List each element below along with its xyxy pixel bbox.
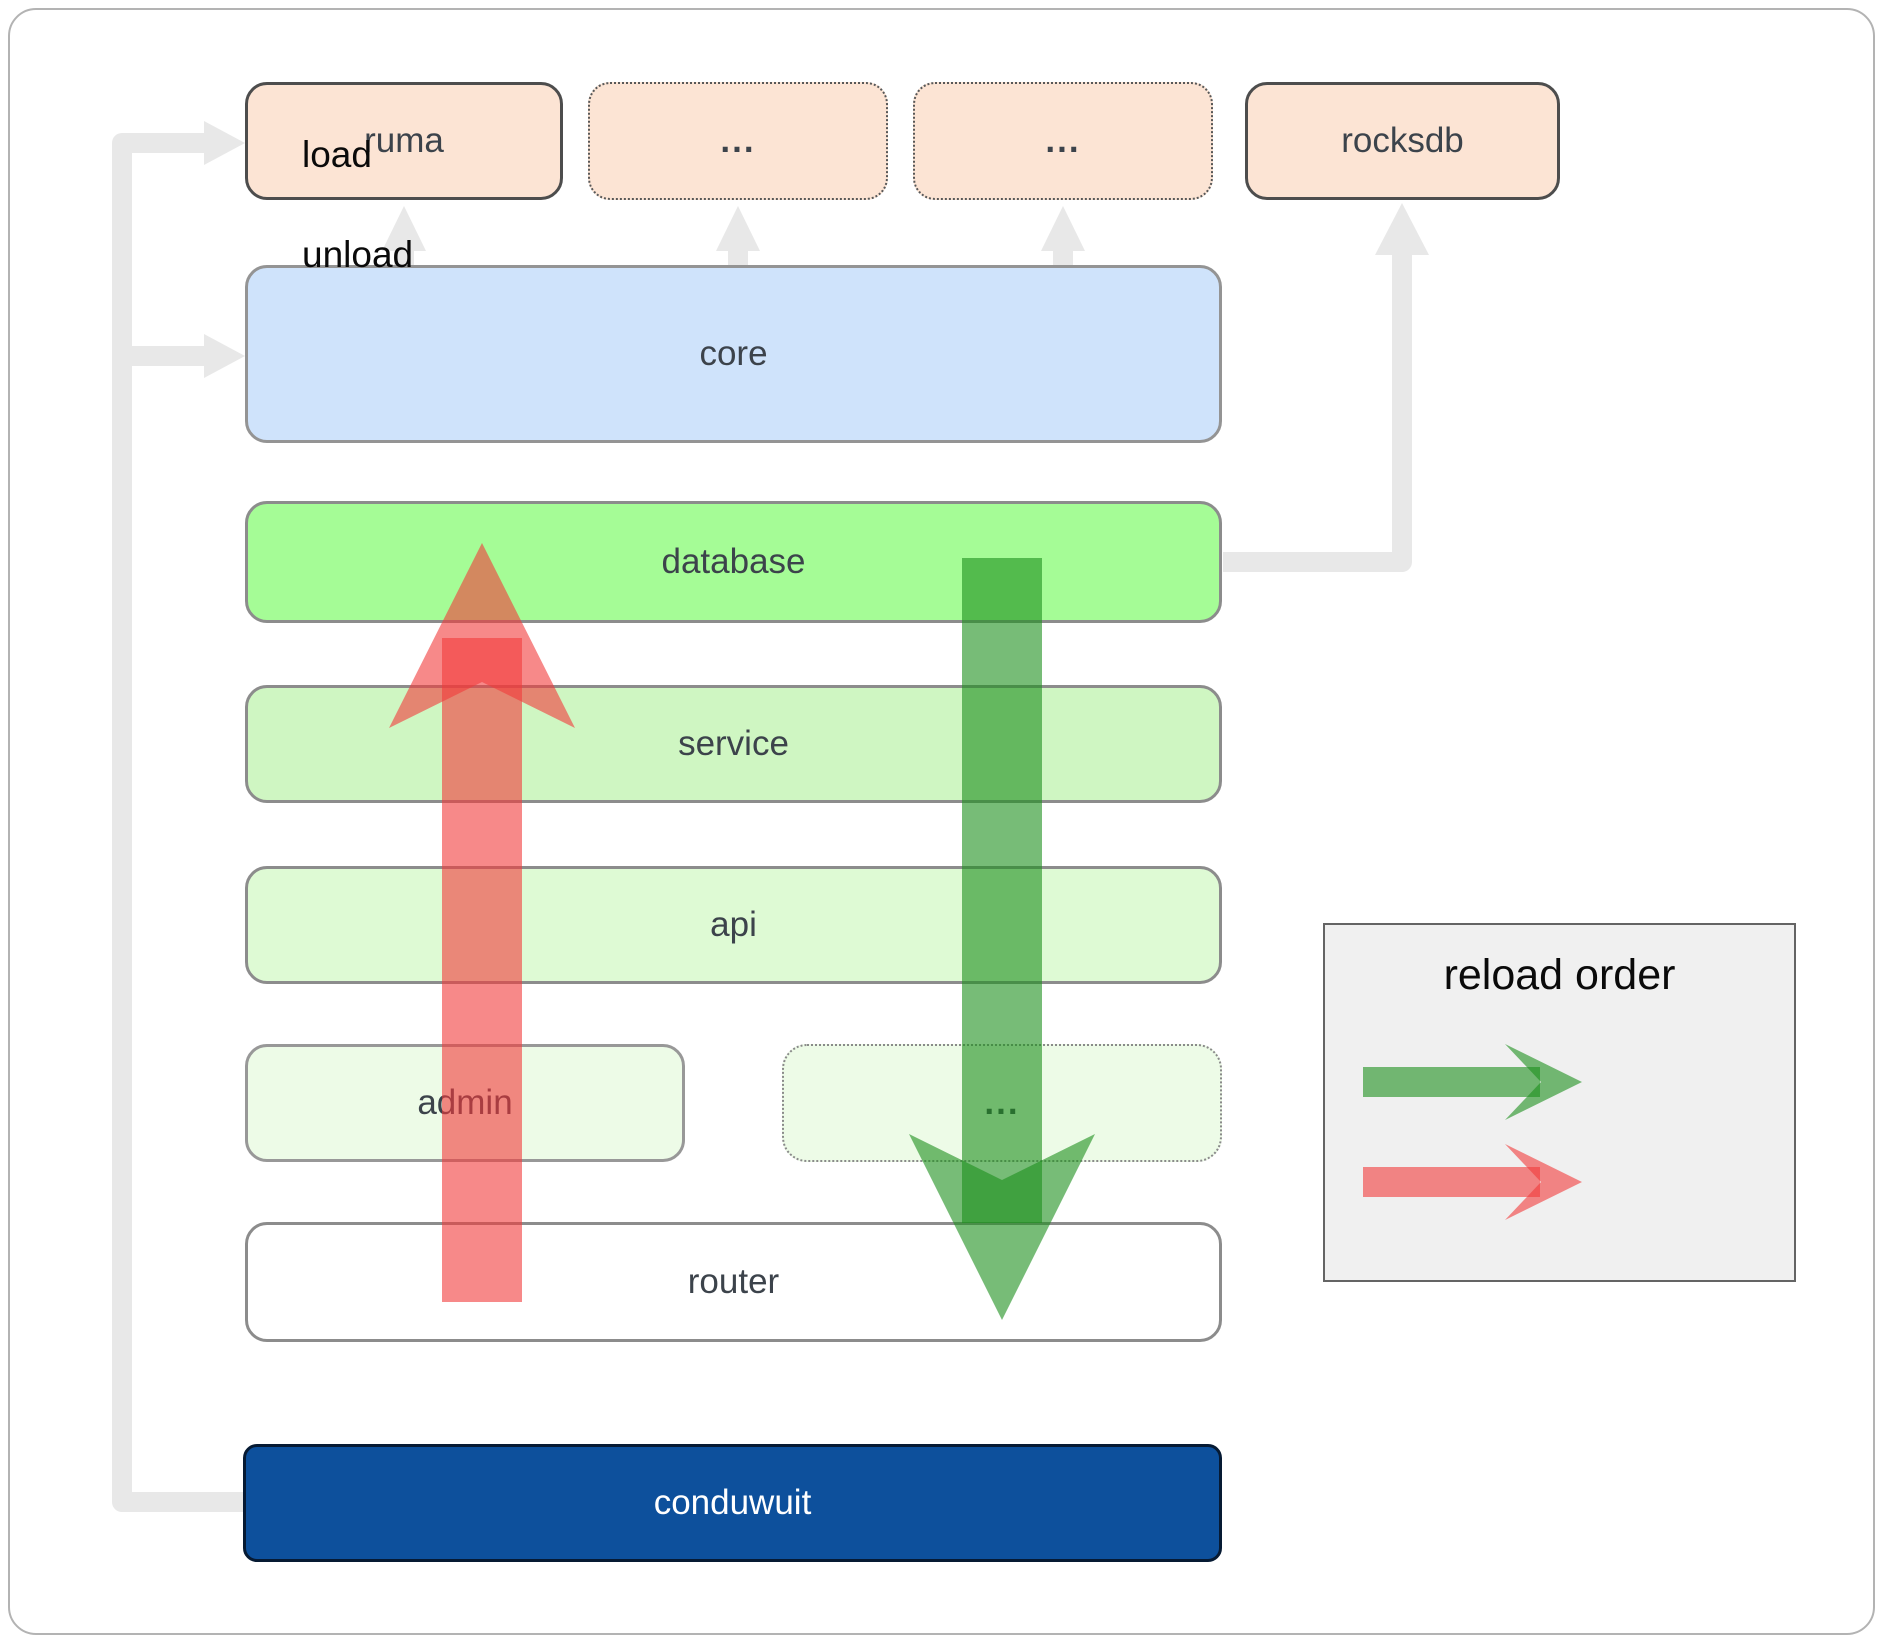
- node-api-label: api: [710, 905, 757, 944]
- node-rocksdb: rocksdb: [1245, 82, 1560, 200]
- node-ruma-label: ruma: [364, 121, 444, 160]
- node-admin: admin: [245, 1044, 685, 1162]
- legend-label-load: load: [302, 134, 372, 175]
- node-ellipsis-admin-label: ...: [984, 1083, 1020, 1122]
- node-conduwuit: conduwuit: [243, 1444, 1222, 1562]
- outer-frame: [8, 8, 1875, 1635]
- node-core-label: core: [699, 334, 768, 373]
- node-conduwuit-label: conduwuit: [653, 1483, 812, 1522]
- node-service-label: service: [678, 724, 789, 763]
- node-rocksdb-label: rocksdb: [1341, 121, 1464, 160]
- node-router-label: router: [687, 1262, 780, 1301]
- node-service: service: [245, 685, 1222, 803]
- node-ellipsis-top-2-label: ...: [1045, 121, 1081, 160]
- node-router: router: [245, 1222, 1222, 1342]
- node-api: api: [245, 866, 1222, 984]
- node-ruma: ruma: [245, 82, 563, 200]
- node-database: database: [245, 501, 1222, 623]
- legend-title: reload order: [1443, 951, 1676, 999]
- node-ellipsis-admin: ...: [782, 1044, 1222, 1162]
- legend-label-unload: unload: [302, 234, 414, 275]
- node-ellipsis-top-1: ...: [588, 82, 888, 200]
- legend-box: reload order: [1323, 923, 1796, 1282]
- node-ellipsis-top-1-label: ...: [720, 121, 756, 160]
- node-database-label: database: [661, 542, 806, 581]
- node-admin-label: admin: [417, 1083, 513, 1122]
- node-ellipsis-top-2: ...: [913, 82, 1213, 200]
- node-core: core: [245, 265, 1222, 443]
